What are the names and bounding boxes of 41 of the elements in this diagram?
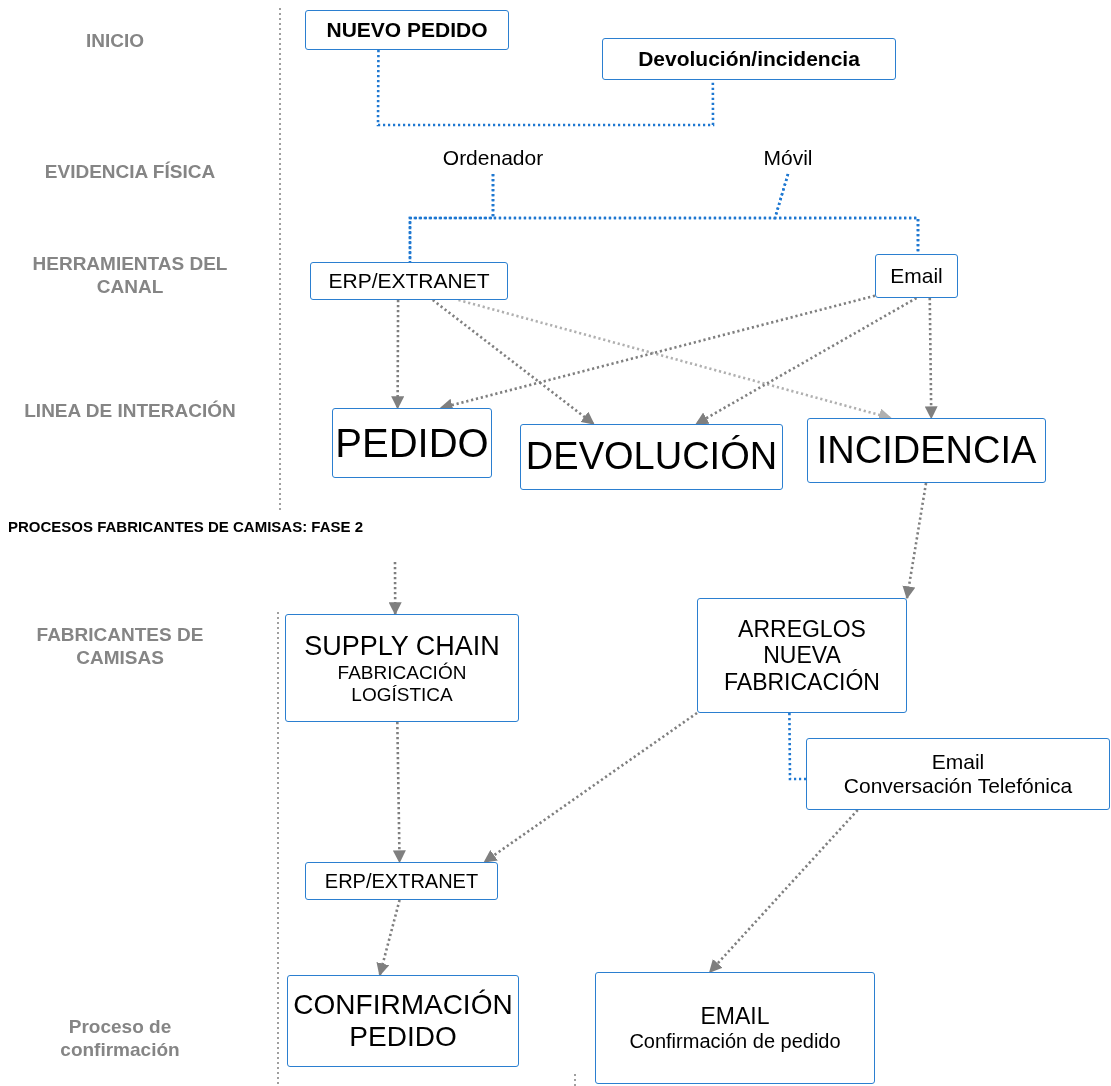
- arrow: [431, 298, 595, 426]
- lane-label: EVIDENCIA FÍSICA: [43, 161, 217, 184]
- box-text: Confirmación de pedido: [629, 1029, 841, 1053]
- arrow: [391, 300, 405, 410]
- process-box: [595, 972, 875, 1084]
- interaction-box: INCIDENCIA: [807, 418, 1046, 483]
- process-box: ERP/EXTRANET: [305, 862, 498, 900]
- connector-line: [773, 173, 920, 254]
- process-box: CONFIRMACIÓN PEDIDO: [287, 975, 519, 1067]
- interaction-box: PEDIDO: [332, 408, 492, 478]
- box-text: Conversación Telefónica: [843, 774, 1073, 799]
- channel-label: Móvil: [745, 142, 831, 174]
- box-heading: EMAIL: [700, 1003, 770, 1030]
- arrow: [483, 711, 698, 864]
- channel-label: Ordenador: [430, 142, 556, 174]
- box-heading: Email: [931, 749, 985, 774]
- connector-line: [376, 50, 715, 127]
- arrow: [392, 721, 406, 864]
- process-box: Email: [875, 254, 958, 298]
- arrow: [695, 296, 918, 426]
- section-heading: PROCESOS FABRICANTES DE CAMISAS: FASE 2: [8, 518, 365, 536]
- process-box: ERP/EXTRANET: [310, 262, 508, 300]
- process-box: [285, 614, 519, 722]
- lane-label: FABRICANTES DE CAMISAS: [35, 624, 205, 670]
- process-box: [806, 738, 1110, 810]
- lane-label: HERRAMIENTAS DEL CANAL: [31, 253, 229, 299]
- arrow: [376, 899, 401, 977]
- process-box: ARREGLOS NUEVA FABRICACIÓN: [697, 598, 907, 713]
- box-heading: SUPPLY CHAIN: [304, 630, 500, 662]
- process-box: Devolución/incidencia: [602, 38, 896, 80]
- arrow: [924, 298, 938, 420]
- box-text: FABRICACIÓN LOGÍSTICA: [336, 661, 468, 706]
- process-box: NUEVO PEDIDO: [305, 10, 509, 50]
- connector-line: [788, 713, 806, 781]
- lane-label: Proceso de confirmación: [59, 1016, 181, 1062]
- lane-label: INICIO: [84, 30, 146, 53]
- lane-label: LINEA DE INTERACIÓN: [23, 400, 237, 423]
- arrow: [388, 562, 402, 616]
- arrow: [902, 482, 928, 600]
- arrow: [708, 809, 859, 973]
- interaction-box: DEVOLUCIÓN: [520, 424, 783, 490]
